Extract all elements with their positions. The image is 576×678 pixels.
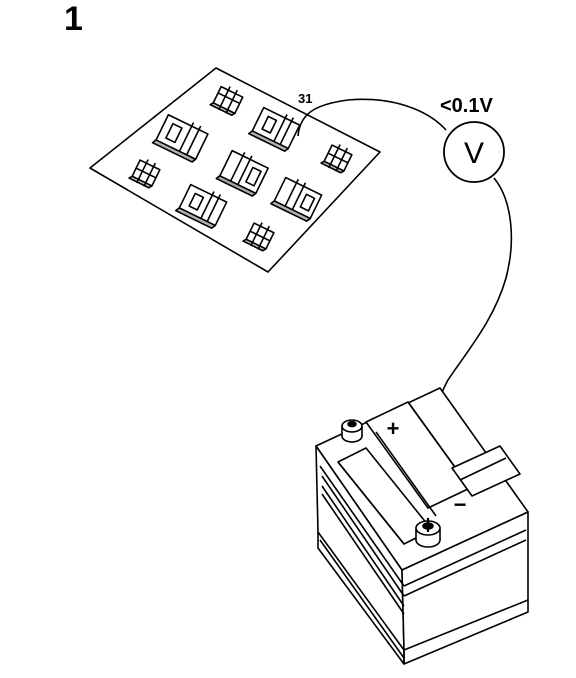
voltmeter-icon [443, 121, 505, 183]
relay-socket [215, 149, 269, 197]
fuse-board [89, 67, 381, 273]
fuse-socket [320, 144, 353, 174]
voltmeter-symbol: V [464, 137, 484, 170]
test-lead-to-terminal-31 [297, 98, 447, 137]
battery-negative-mark: − [454, 492, 467, 517]
voltmeter-reading-label: <0.1V [440, 95, 493, 117]
relay-socket [151, 113, 209, 163]
battery-positive-mark: + [387, 416, 400, 441]
fuse-socket [128, 159, 161, 189]
relay-socket-terminal-31 [247, 106, 301, 152]
figure-number: 1 [64, 0, 83, 38]
fuse-socket [242, 222, 275, 252]
relay-socket [269, 176, 323, 222]
fuse-board-outline [89, 67, 381, 273]
battery-icon [315, 387, 529, 665]
terminal-31-label: 31 [298, 91, 312, 106]
fuse-socket [209, 85, 244, 116]
relay-socket [174, 183, 228, 229]
